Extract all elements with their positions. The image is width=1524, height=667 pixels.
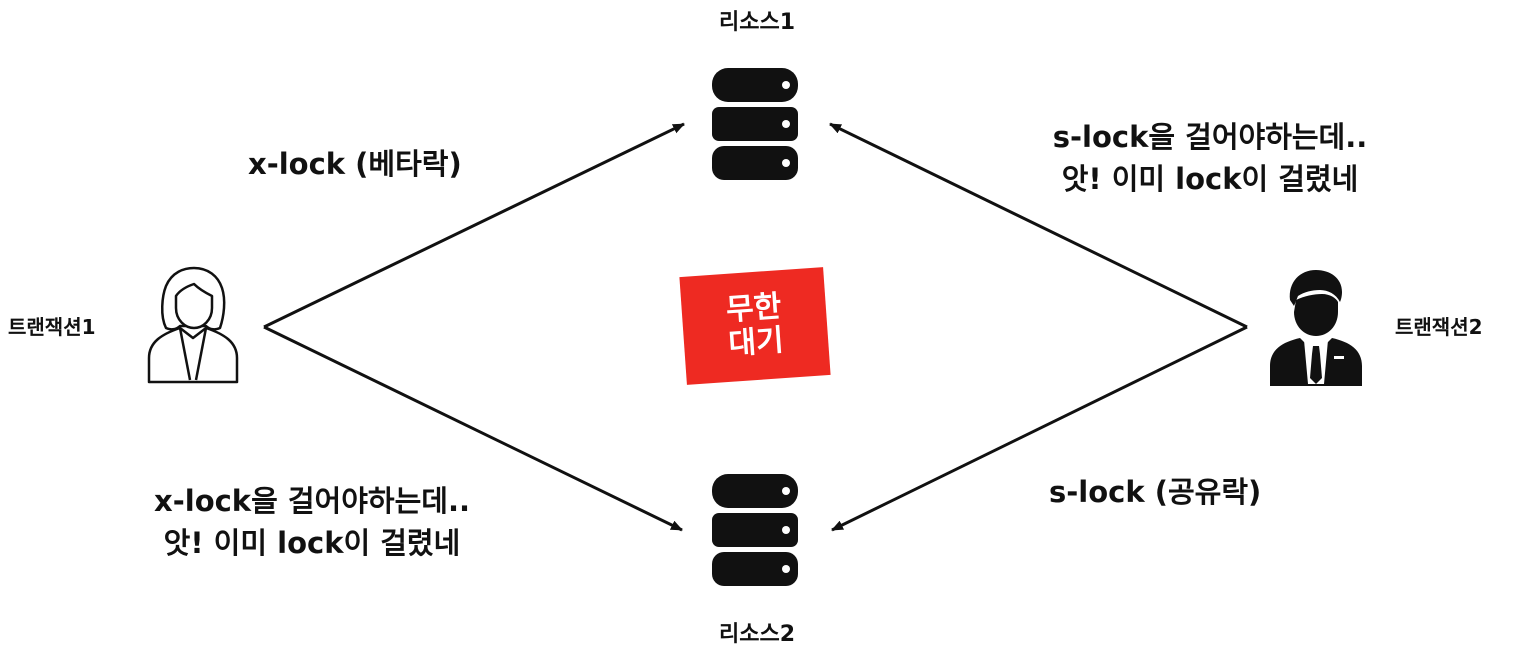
- badge-line: 무한: [724, 288, 783, 328]
- database-icon: [712, 68, 798, 180]
- badge-line: 대기: [727, 323, 785, 362]
- woman-user-icon: [147, 266, 239, 384]
- s-lock-label: s-lock (공유락): [1049, 475, 1262, 509]
- arrow-tx1-to-resource1: [263, 122, 685, 329]
- message-line: 앗! 이미 lock이 걸렸네: [163, 526, 461, 560]
- message-line: x-lock을 걸어야하는데..: [154, 484, 470, 518]
- infinite-wait-badge: 무한 대기: [679, 267, 831, 385]
- transaction-1-label: 트랜잭션1: [8, 315, 96, 339]
- x-lock-label: x-lock (베타락): [248, 147, 462, 181]
- arrow-tx2-to-resource1: [829, 122, 1248, 329]
- resource-2-label: 리소스2: [718, 622, 796, 647]
- arrow-tx2-to-resource2: [831, 325, 1248, 532]
- arrow-tx1-to-resource2: [263, 325, 683, 532]
- resource-1-label: 리소스1: [718, 10, 796, 35]
- businessman-user-icon: [1270, 270, 1362, 386]
- message-line: s-lock을 걸어야하는데..: [1052, 120, 1368, 154]
- transaction-2-blocked-message: s-lock을 걸어야하는데.. 앗! 이미 lock이 걸렸네: [1053, 116, 1368, 200]
- transaction-2-label: 트랜잭션2: [1395, 315, 1483, 339]
- message-line: 앗! 이미 lock이 걸렸네: [1061, 162, 1359, 196]
- transaction-1-blocked-message: x-lock을 걸어야하는데.. 앗! 이미 lock이 걸렸네: [154, 480, 470, 564]
- database-icon: [712, 474, 798, 586]
